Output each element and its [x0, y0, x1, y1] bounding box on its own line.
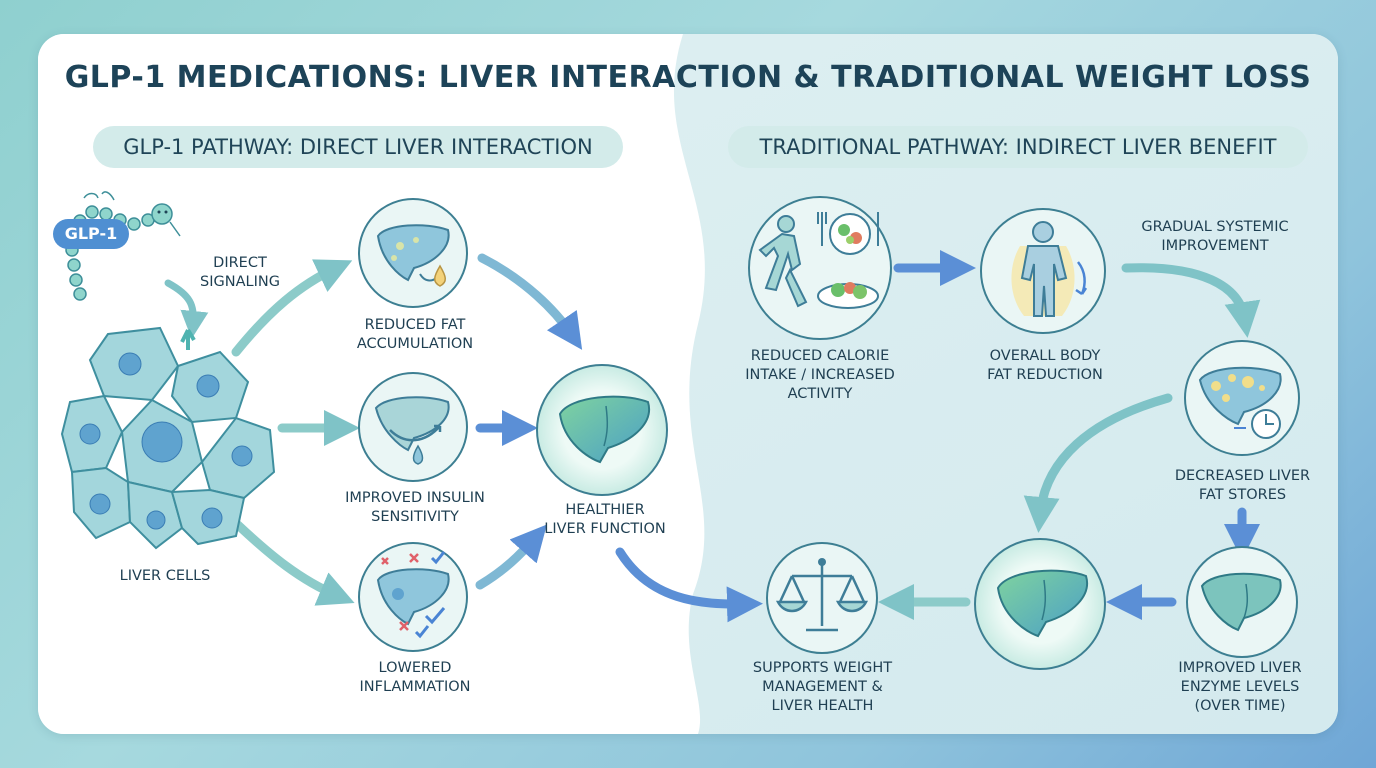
- supports-label: SUPPORTS WEIGHT MANAGEMENT & LIVER HEALT…: [752, 660, 893, 714]
- page-title: GLP-1 MEDICATIONS: LIVER INTERACTION & T…: [64, 60, 1312, 95]
- decreased-fat-label: DECREASED LIVER FAT STORES: [1174, 468, 1311, 503]
- healthier-liver-node: [534, 362, 670, 498]
- enzyme-node: [1184, 544, 1300, 660]
- direct-signaling-label: DIRECT SIGNALING: [200, 255, 280, 290]
- healthy-liver-node: [972, 536, 1108, 672]
- glp1-molecule-icon: [62, 190, 192, 310]
- body-fat-node: [978, 206, 1108, 336]
- insulin-node: [356, 370, 470, 484]
- body-fat-label: OVERALL BODY FAT REDUCTION: [987, 348, 1103, 383]
- enzyme-label: IMPROVED LIVER ENZYME LEVELS (OVER TIME): [1178, 660, 1302, 714]
- glp1-tag: GLP-1: [53, 219, 129, 249]
- decreased-fat-node: [1182, 338, 1302, 458]
- calorie-label: REDUCED CALORIE INTAKE / INCREASED ACTIV…: [745, 348, 895, 402]
- right-pathway-heading: TRADITIONAL PATHWAY: INDIRECT LIVER BENE…: [728, 126, 1308, 168]
- left-pathway-heading: GLP-1 PATHWAY: DIRECT LIVER INTERACTION: [93, 126, 623, 168]
- inflammation-node: [356, 540, 470, 654]
- inflammation-label: LOWERED INFLAMMATION: [359, 660, 471, 695]
- diagram-card: GLP-1 MEDICATIONS: LIVER INTERACTION & T…: [38, 34, 1338, 734]
- reduced-fat-node: [356, 196, 470, 310]
- liver-cells-cluster-icon: [60, 322, 280, 552]
- gradual-improvement-label: GRADUAL SYSTEMIC IMPROVEMENT: [1141, 219, 1289, 254]
- supports-node: [764, 540, 880, 656]
- liver-cells-label: LIVER CELLS: [119, 568, 211, 584]
- reduced-fat-label: REDUCED FAT ACCUMULATION: [356, 317, 474, 352]
- insulin-label: IMPROVED INSULIN SENSITIVITY: [345, 490, 485, 525]
- healthier-liver-label: HEALTHIER LIVER FUNCTION: [544, 502, 666, 537]
- calorie-node: [746, 194, 894, 342]
